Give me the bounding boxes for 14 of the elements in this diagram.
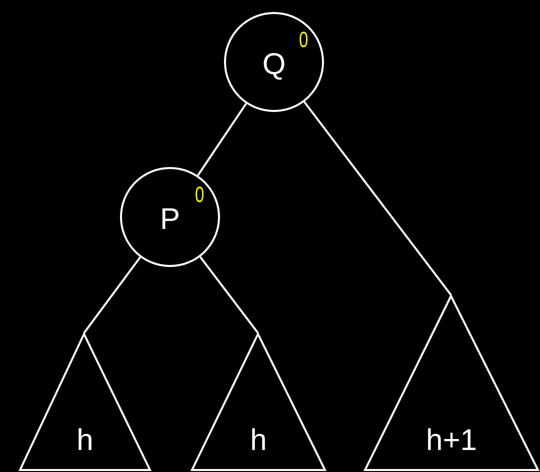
balance-factor: 0 [194,184,204,206]
tree-edge [83,256,142,334]
tree-edge [197,102,247,176]
node-label: h+1 [426,426,477,459]
node-label: P [160,202,180,235]
balance-factor: 0 [298,29,308,51]
tree-edge [199,256,259,334]
tree-edge [303,101,452,296]
subtree-triangle [365,295,538,470]
subtree-triangle [20,333,150,470]
subtree-triangle [192,333,325,470]
node-label: Q [262,47,286,80]
node-label: h [76,426,94,459]
node-label: h [250,426,267,459]
